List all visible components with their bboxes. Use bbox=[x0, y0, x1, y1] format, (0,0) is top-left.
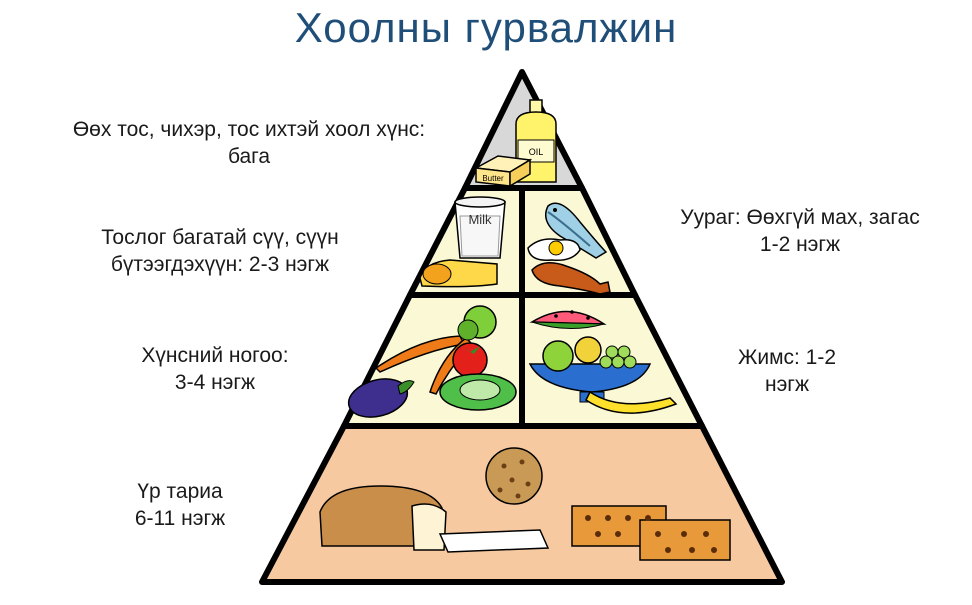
label-grains: Үр тариа 6-11 нэгж bbox=[110, 478, 250, 532]
butter-icon: Butter bbox=[473, 155, 533, 188]
butter-text: Butter bbox=[482, 174, 504, 183]
cheese-icon bbox=[419, 259, 498, 288]
egg-icon bbox=[527, 238, 581, 262]
fish-icon bbox=[545, 202, 608, 259]
label-fruits-line1: Жимс: 1-2 bbox=[737, 346, 837, 369]
page-title: Хоолны гурвалжин bbox=[294, 4, 678, 51]
label-protein-line1: Уураг: Өөхгүй мах, загас bbox=[680, 206, 920, 229]
banana-icon bbox=[585, 390, 678, 414]
label-dairy: Тослог багатай сүү, сүүн бүтээгдэхүүн: 2… bbox=[40, 224, 400, 278]
chicken-leg-icon bbox=[531, 262, 611, 295]
milk-text: Milk bbox=[468, 212, 492, 227]
label-protein-line2: 1-2 нэгж bbox=[759, 233, 841, 256]
label-fruits: Жимс: 1-2 нэгж bbox=[712, 344, 862, 398]
label-fruits-line2: нэгж bbox=[764, 373, 810, 396]
tomato-icon bbox=[452, 342, 488, 378]
cabbage-icon bbox=[439, 373, 517, 411]
crackers-icon bbox=[571, 505, 731, 561]
label-vegetables: Хүнсний ногоо: 3-4 нэгж bbox=[100, 342, 330, 396]
bread-icon bbox=[319, 485, 550, 553]
label-vegetables-line2: 3-4 нэгж bbox=[174, 371, 256, 394]
oil-bottle-icon: OIL bbox=[515, 99, 557, 183]
milk-glass-icon: Milk bbox=[454, 196, 506, 259]
label-grains-line2: 6-11 нэгж bbox=[134, 507, 226, 530]
cookie-icon bbox=[485, 447, 543, 505]
label-fats: Өөх тос, чихэр, тос ихтэй хоол хүнс: баг… bbox=[4, 116, 494, 170]
label-dairy-line1: Тослог багатай сүү, сүүн bbox=[101, 226, 339, 249]
label-protein: Уураг: Өөхгүй мах, загас 1-2 нэгж bbox=[630, 204, 970, 258]
watermelon-icon bbox=[529, 310, 607, 330]
oil-text: OIL bbox=[529, 147, 544, 157]
label-vegetables-line1: Хүнсний ногоо: bbox=[141, 344, 289, 367]
label-fats-line1: Өөх тос, чихэр, тос ихтэй хоол хүнс: bbox=[72, 118, 426, 141]
label-dairy-line2: бүтээгдэхүүн: 2-3 нэгж bbox=[110, 253, 330, 276]
label-fats-line2: бага bbox=[227, 145, 271, 168]
grapes-icon bbox=[599, 345, 637, 369]
eggplant-icon bbox=[347, 378, 415, 418]
label-grains-line1: Үр тариа bbox=[137, 480, 223, 503]
lettuce-icon bbox=[457, 305, 497, 341]
apple-icon bbox=[542, 336, 602, 372]
